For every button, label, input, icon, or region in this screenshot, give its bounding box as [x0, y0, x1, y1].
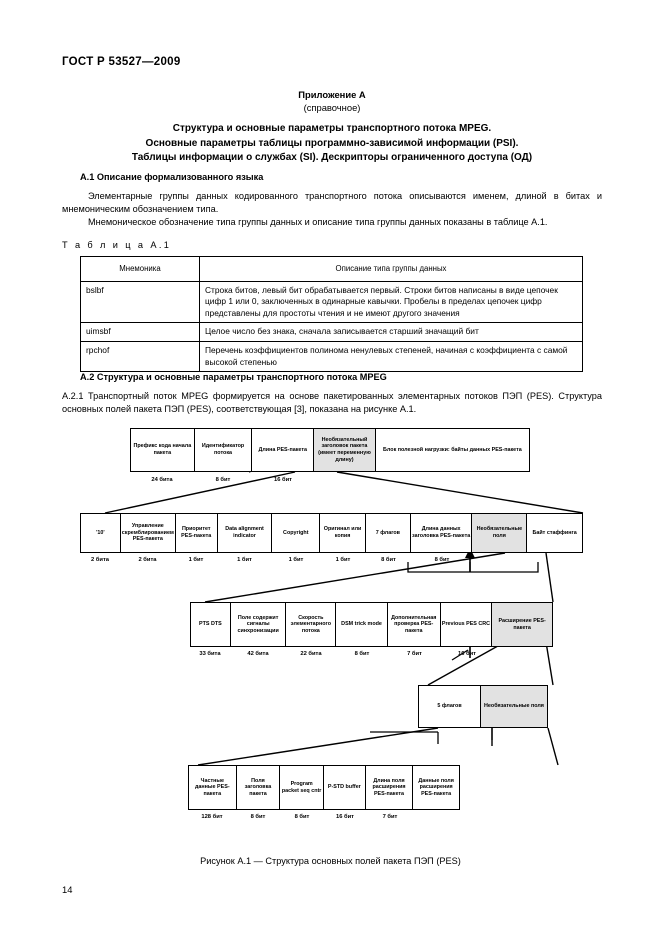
figure-box: Необязательные поля	[481, 686, 547, 727]
section-a2-heading: А.2 Структура и основные параметры транс…	[80, 372, 387, 382]
annex-title-line-3: Таблицы информации о службах (SI). Дескр…	[131, 152, 533, 163]
section-a1-paragraph-1: Элементарные группы данных кодированного…	[62, 190, 602, 216]
bit-label: 8 бит	[215, 477, 231, 483]
figure-box: Поле содержит сигналы синхронизации	[231, 603, 287, 646]
section-a1-paragraph-2-text: Мнемоническое обозначение типа группы да…	[88, 217, 548, 227]
figure-box: Байт стаффинга	[532, 529, 577, 536]
figure-box: Длина данных заголовка PES-пакета	[411, 514, 473, 552]
bit-label: 42 бита	[247, 651, 269, 657]
figure-caption: Рисунок А.1 — Структура основных полей п…	[200, 856, 461, 866]
figure-box: Приоритет PES-пакета	[176, 514, 218, 552]
section-a2-paragraph-1: А.2.1 Транспортный поток MPEG формируетс…	[62, 390, 602, 416]
page-number: 14	[62, 884, 73, 895]
bit-label: 24 бита	[151, 477, 173, 483]
figure-box: PTS DTS	[191, 603, 231, 646]
figure-box: Идентификатор потока	[195, 429, 253, 471]
table-row: rpchof Перечень коэффициентов полинома н…	[80, 340, 583, 373]
annex-label-block: Приложение А (справочное)	[62, 88, 602, 114]
annex-title-line-1: Структура и основные параметры транспорт…	[172, 123, 492, 134]
annex-kind: (справочное)	[303, 102, 361, 113]
bit-label: 1 бит	[335, 557, 351, 563]
bit-label: 2 бита	[138, 557, 157, 563]
annex-title-line-2: Основные параметры таблицы программно-за…	[145, 137, 519, 149]
figure-row-pes-extension: 5 флагов Необязательные поля	[418, 685, 548, 728]
figure-box: Previous PES CRC	[441, 603, 493, 646]
figure-box: DSM trick mode	[336, 603, 388, 646]
bit-label: 128 бит	[201, 814, 223, 820]
cell-description: Целое число без знака, сначала записывае…	[199, 322, 583, 342]
table-row: bslbf Строка битов, левый бит обрабатыва…	[80, 280, 583, 324]
table-header-row: Мнемоника Описание типа группы данных	[80, 256, 583, 282]
figure-box: P-STD buffer	[324, 766, 366, 809]
standard-header: ГОСТ Р 53527—2009	[62, 56, 181, 68]
cell-description: Перечень коэффициентов полинома ненулевы…	[199, 340, 583, 373]
figure-box: Частные данные PES-пакета	[189, 766, 237, 809]
figure-box: 5 флагов	[419, 686, 481, 727]
figure-box: Длина поля расширения PES-пакета	[366, 766, 414, 809]
section-a1-paragraph-1-text: Элементарные группы данных кодированного…	[62, 191, 602, 215]
figure-box: Program packet seq cntr	[280, 766, 324, 809]
bit-label: 16 бит	[273, 477, 293, 483]
figure-box: Оригинал или копия	[320, 514, 366, 552]
bit-label: 8 бит	[381, 557, 396, 563]
bit-label: 16 бит	[457, 651, 477, 657]
bit-label: 8 бит	[354, 651, 370, 657]
bit-label: 16 бит	[335, 814, 355, 820]
bit-label: 7 бит	[382, 814, 398, 820]
section-a1-heading: А.1 Описание формализованного языка	[80, 172, 264, 182]
bit-label: 1 бит	[288, 557, 304, 563]
figure-a1-diagram: Префикс кода начала пакета Идентификатор…	[0, 410, 661, 870]
figure-box: Длина PES-пакета	[252, 429, 315, 471]
table-row: uimsbf Целое число без знака, сначала за…	[80, 322, 583, 342]
section-a2-paragraph-1-text: А.2.1 Транспортный поток MPEG формируетс…	[62, 391, 602, 415]
annex-title: Структура и основные параметры транспорт…	[62, 122, 602, 166]
bit-label: 1 бит	[237, 557, 252, 563]
figure-bits-extension-fields: 128 бит 8 бит 8 бит 16 бит 7 бит	[188, 814, 414, 820]
figure-bits-pes-packet: 24 бита 8 бит 16 бит	[130, 477, 314, 483]
figure-box: Расширение PES-пакета	[492, 603, 552, 646]
bit-label: 8 бит	[250, 814, 266, 820]
cell-mnemonic: uimsbf	[80, 322, 200, 342]
figure-box: Данные поля расширения PES-пакета	[418, 777, 454, 797]
cell-description: Строка битов, левый бит обрабатывается п…	[199, 280, 583, 324]
figure-row-extension-fields: Частные данные PES-пакета Поля заголовка…	[188, 765, 460, 810]
figure-box: Управление скремблированием PES-пакета	[121, 514, 176, 552]
figure-box: Блок полезной нагрузки: байты данных PES…	[383, 446, 522, 453]
figure-box: Поля заголовка пакета	[237, 766, 281, 809]
bit-label: 8 бит	[294, 814, 310, 820]
figure-box: Префикс кода начала пакета	[131, 429, 195, 471]
annex-label: Приложение А	[298, 89, 366, 100]
bit-label: 33 бита	[199, 651, 221, 657]
figure-row-optional-fields: PTS DTS Поле содержит сигналы синхрониза…	[190, 602, 553, 647]
column-header-mnemonic: Мнемоника	[80, 256, 200, 282]
cell-mnemonic: bslbf	[80, 280, 200, 324]
figure-box: Необязательный заголовок пакета (имеет п…	[314, 429, 376, 471]
bit-label: 7 бит	[407, 651, 422, 657]
figure-row-pes-packet: Префикс кода начала пакета Идентификатор…	[130, 428, 530, 472]
figure-bits-optional-fields: 33 бита 42 бита 22 бита 8 бит 7 бит 16 б…	[190, 651, 493, 657]
figure-box: Скорость элементарного потока	[286, 603, 337, 646]
cell-mnemonic: rpchof	[80, 340, 200, 373]
table-caption: Т а б л и ц а А.1	[62, 240, 172, 250]
section-a1-paragraph-2: Мнемоническое обозначение типа группы да…	[62, 216, 602, 229]
figure-bits-optional-header: 2 бита 2 бита 1 бит 1 бит 1 бит 1 бит 8 …	[80, 557, 473, 563]
figure-box: Data alignment indicator	[218, 514, 273, 552]
figure-box: Необязательные поля	[472, 514, 528, 552]
bit-label: 2 бита	[90, 557, 110, 563]
bit-label: 8 бит	[434, 557, 450, 563]
figure-box: Copyright	[272, 514, 321, 552]
figure-row-optional-header: '10' Управление скремблированием PES-пак…	[80, 513, 583, 553]
bit-label: 1 бит	[188, 557, 204, 563]
figure-box: 7 флагов	[366, 514, 411, 552]
figure-box: '10'	[81, 514, 121, 552]
figure-box: Дополнительная проверка PES-пакета	[388, 603, 441, 646]
column-header-description: Описание типа группы данных	[199, 256, 583, 282]
table-a1: Мнемоника Описание типа группы данных bs…	[80, 256, 583, 373]
bit-label: 22 бита	[300, 651, 322, 657]
